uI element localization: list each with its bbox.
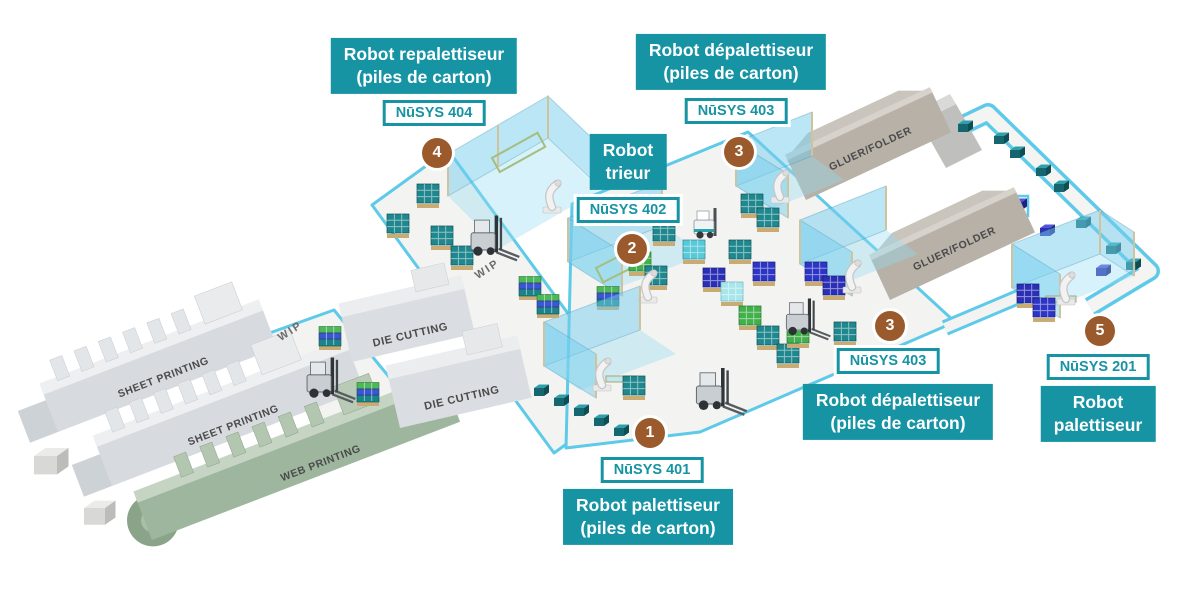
die-cutting-machine-2: DIE CUTTING <box>385 323 532 428</box>
station-badge-1: 1 <box>635 418 665 448</box>
pallet-stack <box>318 326 342 351</box>
nusys-tag-402: NūSYS 402 <box>576 197 680 223</box>
pallet-stack <box>822 275 846 301</box>
gluer-folder-machine-2: GLUER/FOLDER <box>868 187 1036 300</box>
pallet-stack <box>536 294 560 319</box>
infeed-rail <box>490 131 547 174</box>
station-badge-4: 4 <box>422 138 452 168</box>
carton-box <box>34 447 69 475</box>
nusys-tag-404: NūSYS 404 <box>382 100 486 126</box>
station-label-line1: Robot palettiseur <box>576 494 720 515</box>
station-label-line1: Robot dépalettiseur <box>648 39 814 60</box>
robot-cell-station-5 <box>1011 209 1135 323</box>
pallet-stack <box>682 239 706 265</box>
pallet-stack <box>386 213 410 239</box>
station-label-line2: (piles de carton) <box>356 67 492 87</box>
pallet-stack <box>416 183 440 209</box>
station-label-line1: Robot <box>1072 391 1124 412</box>
station-label-line1: Robot dépalettiseur <box>815 389 981 410</box>
station-label-line1: Robot <box>602 139 654 160</box>
carton-box <box>84 500 116 525</box>
nusys-tag-403-top: NūSYS 403 <box>684 98 788 124</box>
pallet-stack <box>430 225 454 251</box>
pallet-stack <box>450 245 474 271</box>
station-label-line2: palettiseur <box>1053 415 1143 435</box>
nusys-tag-401: NūSYS 401 <box>600 457 704 483</box>
pallet-stack <box>728 239 752 265</box>
station-badge-5: 5 <box>1085 316 1115 346</box>
pallet-stack <box>356 382 380 407</box>
pallet-stack <box>622 375 646 401</box>
station-label-line1: Robot repalettiseur <box>343 43 505 64</box>
station-label-trieur: Robot trieur <box>589 133 667 191</box>
station-badge-3-top: 3 <box>724 137 754 167</box>
station-label-palettiseur-bottom: Robot palettiseur (piles de carton) <box>563 488 733 546</box>
robot-cell-station-3-lower <box>799 185 918 301</box>
station-badge-2: 2 <box>617 234 647 264</box>
station-label-line2: (piles de carton) <box>830 413 966 433</box>
station-label-line2: (piles de carton) <box>580 518 716 538</box>
pallet-stack <box>752 261 776 287</box>
station-label-palettiseur-right: Robot palettiseur <box>1040 385 1156 443</box>
pallet-stack <box>756 325 780 351</box>
nusys-tag-403-right: NūSYS 403 <box>836 348 940 374</box>
station-label-depalettiseur-top: Robot dépalettiseur (piles de carton) <box>635 33 827 91</box>
pallet-stack <box>756 207 780 233</box>
robot-cell-station-1 <box>534 285 676 436</box>
station-label-repalettiseur: Robot repalettiseur (piles de carton) <box>330 37 518 95</box>
pallet-stack <box>833 321 857 347</box>
pallet-stack <box>1032 297 1056 323</box>
station-label-line2: (piles de carton) <box>663 63 799 83</box>
nusys-tag-201: NūSYS 201 <box>1046 354 1150 380</box>
pallet-stack <box>720 281 744 307</box>
station-badge-3-right: 3 <box>875 311 905 341</box>
station-label-depalettiseur-right: Robot dépalettiseur (piles de carton) <box>802 383 994 441</box>
pallet-stack <box>652 221 676 247</box>
station-label-line2: trieur <box>605 163 651 183</box>
sheet-printing-machine-1: SHEET PRINTING <box>17 281 278 443</box>
